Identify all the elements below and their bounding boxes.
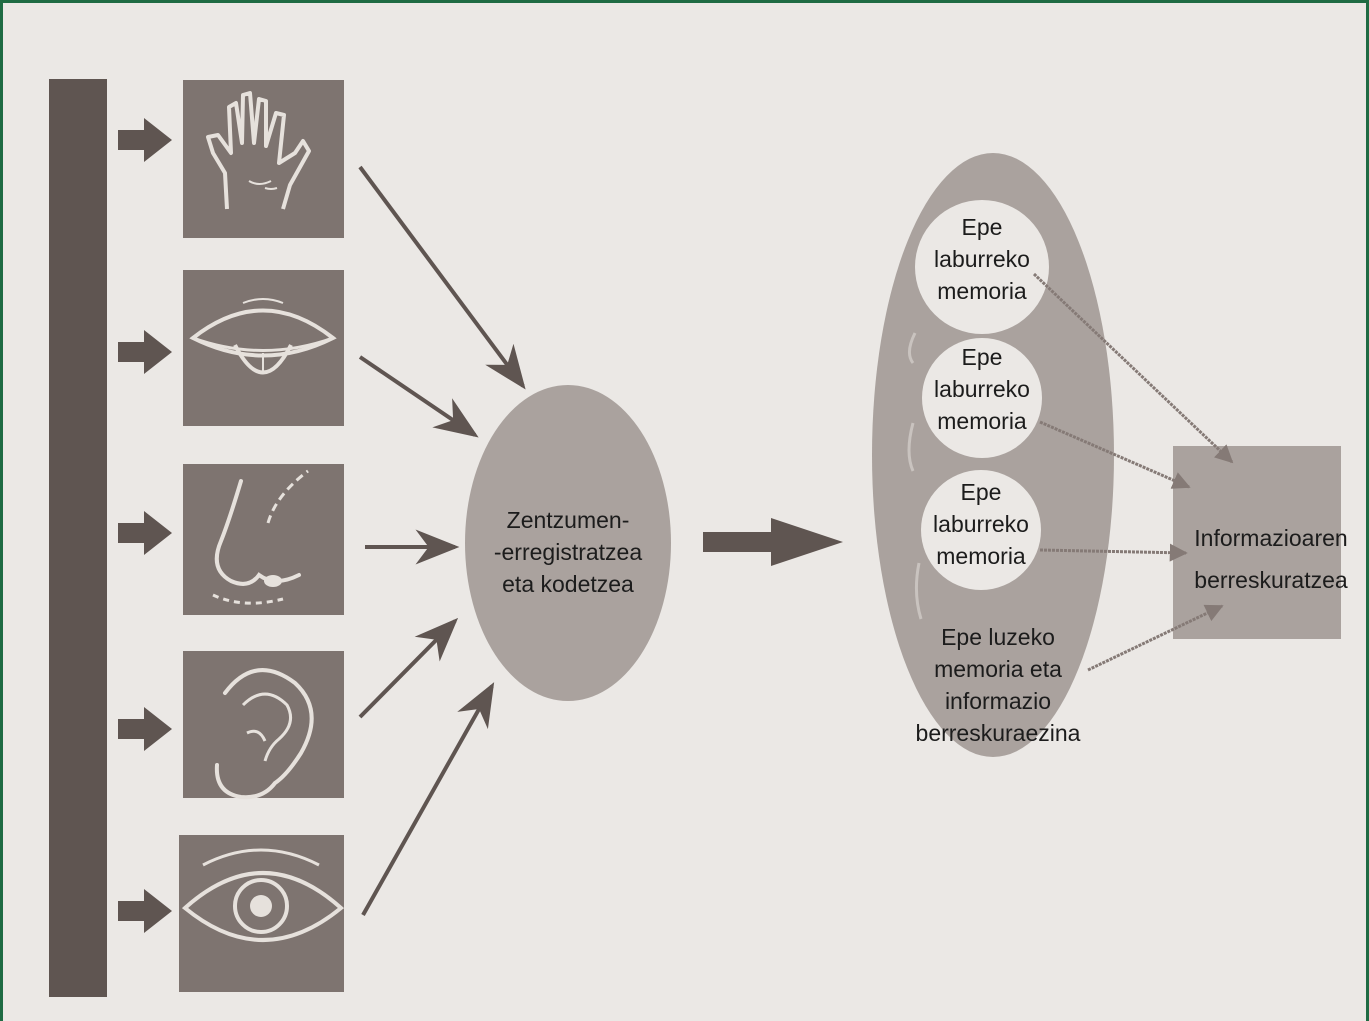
- sense-to-encoding-arrow: [358, 617, 459, 719]
- short-term-memory-label: Epe laburreko memoria: [922, 341, 1042, 437]
- short-term-memory-label-line: laburreko: [934, 376, 1030, 402]
- short-term-memory-label-line: laburreko: [933, 511, 1029, 537]
- encoding-label-line: eta kodetzea: [502, 571, 634, 597]
- stimulus-arrow: [118, 511, 172, 555]
- short-term-memory-label-line: memoria: [937, 408, 1027, 434]
- mouth-tongue-icon: [183, 270, 344, 426]
- memory-process-diagram: [118, 80, 1341, 992]
- short-term-memory-label: Epe laburreko memoria: [922, 211, 1042, 307]
- short-term-memory-label-line: memoria: [937, 278, 1027, 304]
- short-term-memory-label: Epe laburreko memoria: [921, 476, 1041, 572]
- stimulus-arrow: [118, 707, 172, 751]
- short-term-memory-label-line: Epe: [960, 479, 1002, 505]
- sense-to-encoding-arrow: [358, 165, 526, 390]
- short-term-memory-label-line: laburreko: [934, 246, 1030, 272]
- encoding-label-line: Zentzumen-: [506, 507, 630, 533]
- encoding-label: Zentzumen- -erregistratzea eta kodetzea: [468, 504, 668, 600]
- encoding-ellipse: [465, 385, 671, 701]
- stimulus-arrow: [118, 889, 172, 933]
- encoding-label-line: -erregistratzea: [493, 539, 643, 565]
- memory-to-retrieval-arrow: [1039, 543, 1188, 562]
- retrieval-label: Informazioaren berreskuratzea: [1173, 517, 1366, 601]
- stimulus-arrow: [118, 118, 172, 162]
- memory-to-retrieval-arrow: [1032, 272, 1234, 464]
- long-term-memory-label-line: memoria eta: [934, 656, 1062, 682]
- sense-to-encoding-arrow: [358, 355, 479, 438]
- short-term-memory-circle: [921, 470, 1041, 590]
- stimulus-arrow: [118, 330, 172, 374]
- retrieval-label-line: Informazioaren: [1194, 525, 1348, 551]
- sense-to-encoding-arrow: [361, 682, 495, 916]
- hand-icon: [183, 80, 344, 238]
- long-term-memory-label-line: berreskuraezina: [915, 720, 1081, 746]
- ear-icon: [183, 651, 344, 800]
- short-term-memory-circle: [922, 338, 1042, 458]
- short-term-memory-label-line: Epe: [961, 214, 1003, 240]
- stimuli-bar: [49, 79, 107, 997]
- short-term-memory-circle: [915, 200, 1049, 334]
- nose-icon: [183, 464, 344, 615]
- retrieval-label-line: berreskuratzea: [1194, 567, 1348, 593]
- memory-to-retrieval-arrow: [1087, 604, 1224, 672]
- long-term-memory-label-line: informazio: [944, 688, 1052, 714]
- long-term-memory-label-line: Epe luzeko: [941, 624, 1055, 650]
- memory-to-retrieval-arrow: [1039, 420, 1191, 489]
- short-term-memory-label-line: Epe: [961, 344, 1003, 370]
- eye-icon: [179, 835, 345, 992]
- short-term-memory-label-line: memoria: [936, 543, 1026, 569]
- encoding-to-memory-arrow: [703, 518, 843, 566]
- retrieval-box: [1173, 446, 1341, 639]
- long-term-memory-label: Epe luzeko memoria eta informazio berres…: [898, 621, 1098, 749]
